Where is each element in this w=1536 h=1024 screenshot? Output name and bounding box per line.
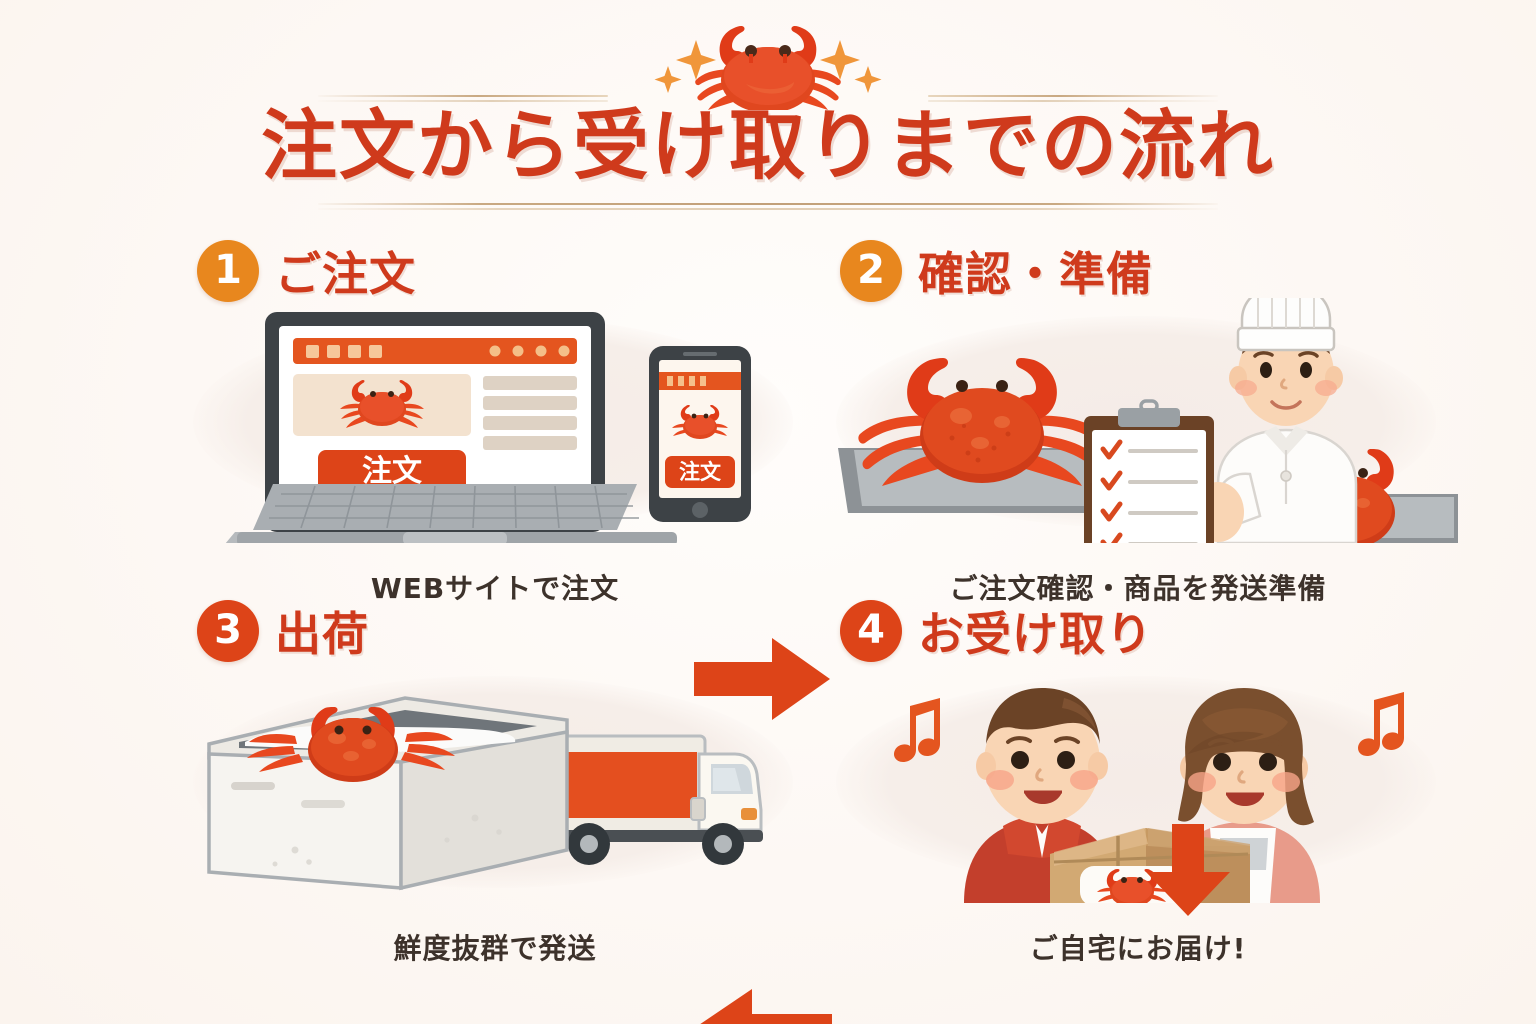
clipboard-icon (1084, 399, 1214, 579)
music-note-icon (1357, 692, 1404, 756)
home-button (692, 502, 708, 518)
step-1-header: 1 ご注文 (197, 238, 416, 304)
laptop-icon: 注文 (225, 312, 677, 546)
chef-hat-icon (1236, 282, 1336, 352)
step-4-illustration (818, 658, 1458, 912)
person-man (964, 688, 1124, 910)
crab-icon (1097, 869, 1167, 907)
step-1-illustration: 注文 (175, 298, 815, 546)
arrow-step1-to-step2 (694, 636, 830, 722)
truck-wheel (702, 823, 744, 865)
step-4-number-badge: 4 (840, 600, 902, 662)
step-2-caption: ご注文確認・商品を発送準備 (949, 572, 1327, 605)
step-4-header: 4 お受け取り (840, 598, 1153, 664)
step-2-number-badge: 2 (840, 240, 902, 302)
styrofoam-cooler-icon (207, 696, 569, 891)
step-4-title: お受け取り (918, 607, 1153, 661)
step-4: 4 お受け取り (818, 598, 1458, 973)
step-1-number-badge: 1 (197, 240, 259, 302)
music-note-icon (893, 698, 940, 762)
arrow-step4-to-step3 (690, 986, 832, 1024)
step-3-header: 3 出荷 (197, 598, 369, 664)
chef-character (1188, 282, 1358, 545)
order-button-label-laptop: 注文 (362, 454, 422, 489)
order-button-laptop (318, 450, 466, 494)
step-1-title: ご注文 (275, 247, 416, 301)
sparkle-icon (654, 40, 716, 93)
crab-ornament (618, 18, 918, 113)
order-button-phone (665, 456, 735, 488)
crab-icon (858, 358, 1106, 486)
smartphone-icon: 注文 (649, 346, 751, 522)
crab-icon (695, 26, 841, 113)
step-3-illustration (175, 658, 815, 903)
header: 注文から受け取りまでの流れ (0, 0, 1536, 240)
steps-grid: 1 ご注文 (0, 238, 1536, 1024)
delivery-truck-icon (549, 734, 763, 865)
truck-wheel (568, 823, 610, 865)
step-3-caption: 鮮度抜群で発送 (393, 932, 597, 965)
step-3: 3 出荷 (175, 598, 815, 973)
divider-bottom (318, 203, 1218, 212)
step-4-caption: ご自宅にお届け! (1029, 932, 1247, 965)
arrow-step2-to-step4 (1142, 824, 1234, 916)
step-1: 1 ご注文 (175, 238, 815, 613)
step-2-title: 確認・準備 (918, 247, 1153, 301)
page-title: 注文から受け取りまでの流れ (261, 101, 1275, 190)
step-3-title: 出荷 (275, 607, 369, 661)
order-button-label-phone: 注文 (679, 460, 722, 484)
divider-right (928, 95, 1218, 104)
crab-icon (340, 380, 424, 428)
divider-left (318, 95, 608, 104)
step-2-header: 2 確認・準備 (840, 238, 1153, 304)
sparkle-icon (820, 40, 882, 93)
step-1-caption: WEBサイトで注文 (370, 572, 620, 605)
step-2-illustration (818, 282, 1458, 579)
step-2: 2 確認・準備 (818, 238, 1458, 613)
trackpad (403, 532, 507, 545)
crab-icon (247, 707, 455, 782)
crab-icon (672, 405, 728, 439)
step-3-number-badge: 3 (197, 600, 259, 662)
